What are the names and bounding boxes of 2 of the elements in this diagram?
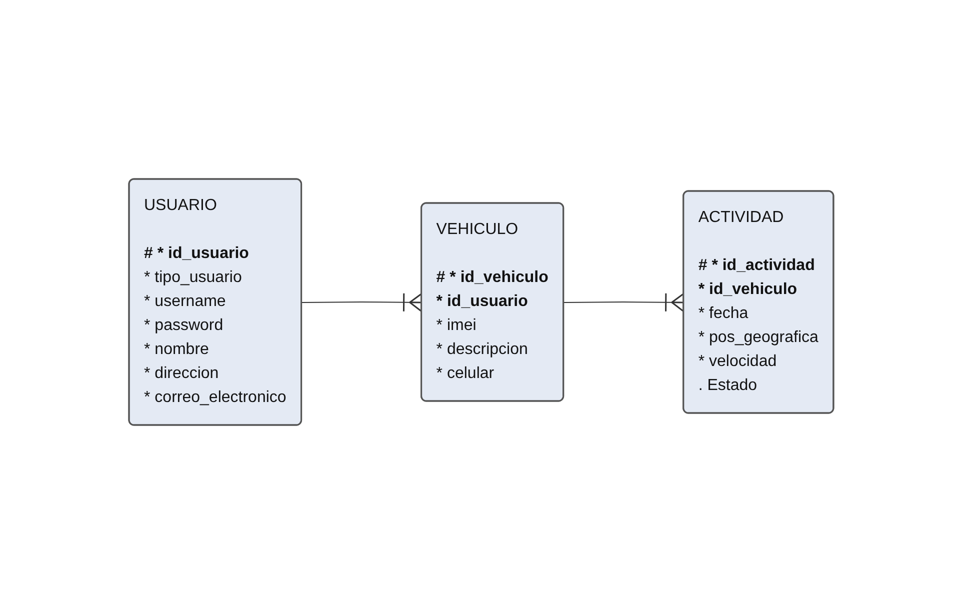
- connector: [564, 292, 685, 312]
- connector: [302, 292, 423, 312]
